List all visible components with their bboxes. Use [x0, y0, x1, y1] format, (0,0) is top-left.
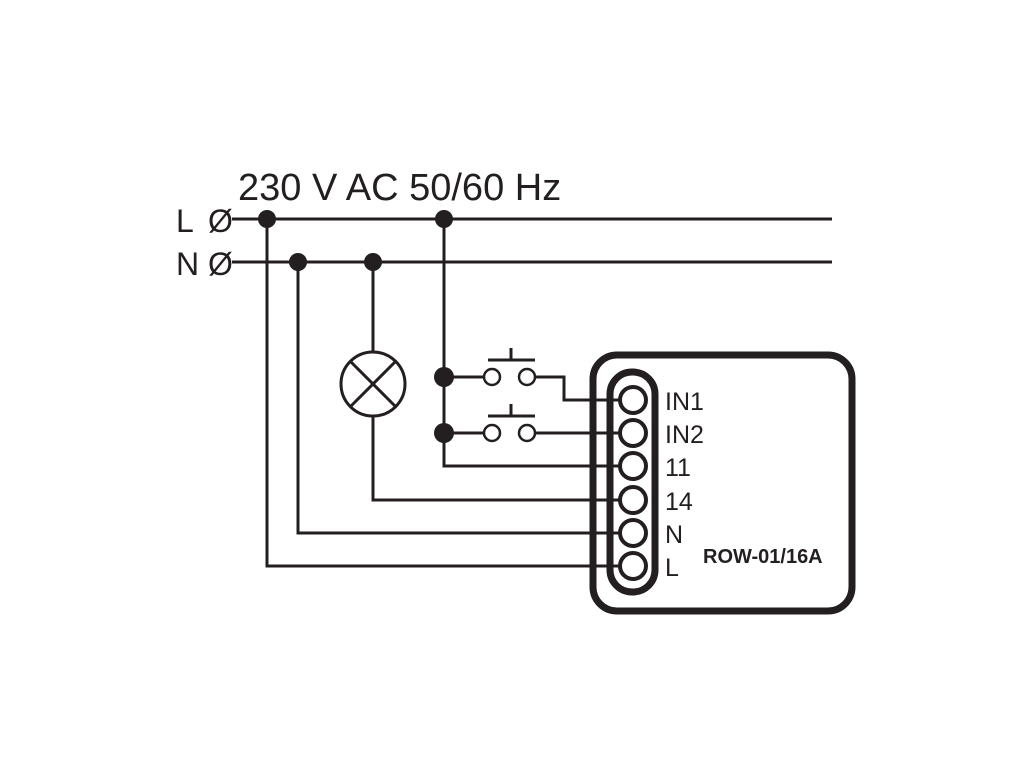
supply-voltage-label: 230 V AC 50/60 Hz	[238, 167, 561, 209]
terminal-11-icon	[618, 451, 648, 481]
terminal-label: IN1	[665, 388, 704, 416]
line-terminal-icon: Ø	[208, 203, 233, 239]
push-button-1-icon	[444, 348, 620, 402]
wire-line-to-module-l	[265, 219, 620, 568]
terminal-n-icon	[618, 518, 648, 548]
module-model-label: ROW-01/16A	[703, 546, 823, 568]
terminal-14-icon	[618, 485, 648, 515]
terminal-l-icon	[618, 551, 648, 581]
neutral-terminal-icon: Ø	[208, 246, 233, 282]
wire-lamp-to-module-14	[371, 416, 620, 502]
wire-neutral-to-module-n	[296, 262, 620, 535]
neutral-label: N	[176, 246, 199, 282]
terminal-strip	[606, 368, 659, 596]
terminal-label: N	[665, 521, 683, 549]
terminal-label: 14	[665, 488, 693, 516]
terminal-in2-icon	[618, 418, 648, 448]
terminal-label: IN2	[665, 421, 704, 449]
lamp-icon	[339, 350, 407, 418]
terminal-label: 11	[665, 454, 691, 482]
wire-line-to-module-11	[442, 219, 620, 468]
line-label: L	[176, 203, 194, 239]
relay-module	[589, 351, 856, 615]
terminal-in1-icon	[618, 385, 648, 415]
push-button-2-icon	[444, 404, 620, 443]
terminal-label: L	[665, 554, 679, 582]
